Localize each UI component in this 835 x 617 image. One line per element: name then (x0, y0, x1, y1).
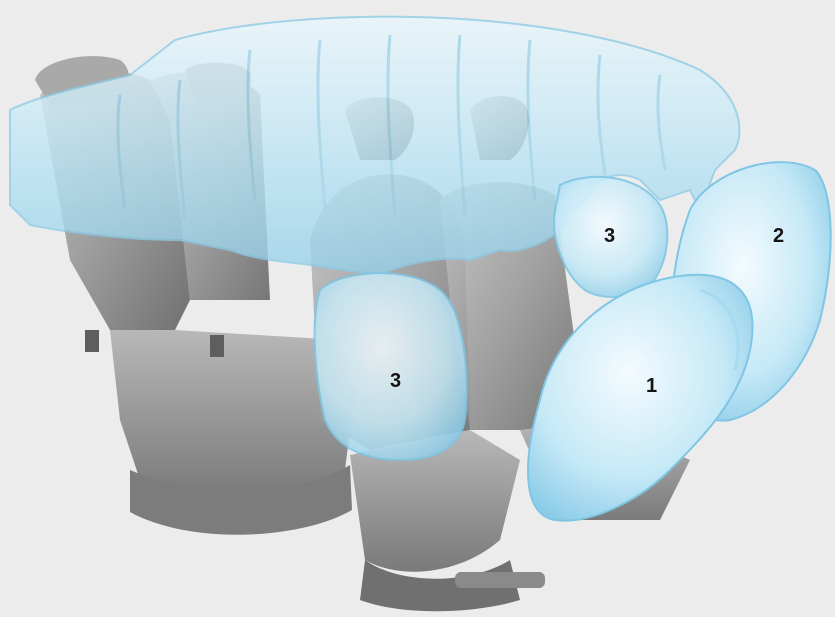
side-airbag-seat (315, 273, 467, 460)
side-airbag-front (554, 177, 667, 297)
